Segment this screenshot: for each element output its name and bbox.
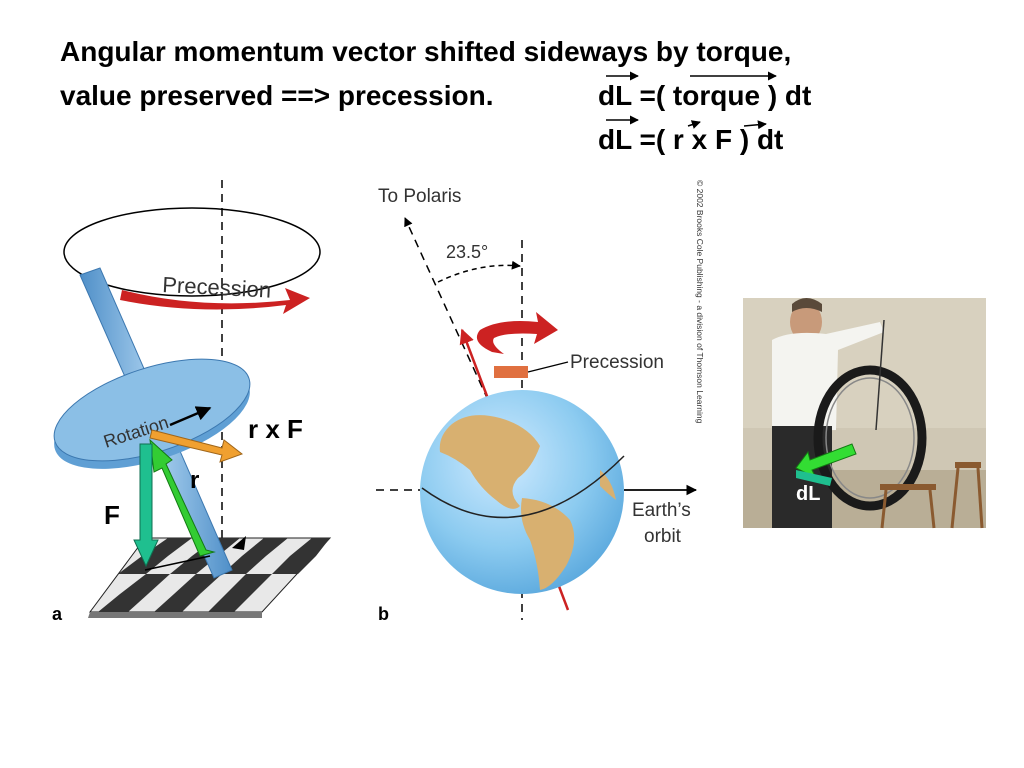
panel-letter-a: a	[52, 604, 63, 624]
figure-b: To Polaris 23.5° Earth’s orbit Precessio…	[376, 180, 705, 624]
precession-label-b: Precession	[570, 352, 664, 373]
north-america	[439, 415, 540, 509]
r-arrow	[149, 438, 216, 557]
earth-globe	[420, 390, 624, 594]
gyro-disk	[53, 358, 251, 469]
bicycle-wheel	[813, 365, 927, 511]
precession-label-a: Precession	[162, 272, 272, 303]
angle-label: 23.5°	[446, 242, 488, 262]
equator	[421, 455, 625, 519]
copyright-text: © 2002 Brooks Cole Publishing - a divisi…	[695, 180, 705, 424]
photo-panel: dL	[743, 298, 986, 529]
panel-letter-b: b	[378, 604, 389, 624]
precession-orbit	[63, 207, 321, 297]
orbit-label-2: orbit	[644, 526, 682, 547]
precession-arrow-b	[476, 312, 558, 354]
precession-arrow-a	[120, 288, 310, 314]
vector-overbars	[606, 71, 777, 130]
f-label: F	[104, 500, 120, 530]
dl-arrow-teal	[796, 470, 832, 486]
polaris-axis	[404, 217, 489, 401]
south-america	[521, 498, 575, 590]
equation-1: dL =( torque ) dt	[598, 80, 812, 111]
title-line-2: value preserved ==> precession.	[60, 80, 494, 111]
title-line-1: Angular momentum vector shifted sideways…	[60, 36, 792, 67]
dl-label: dL	[796, 483, 820, 505]
angle-arc	[437, 260, 521, 283]
r-label: r	[190, 467, 199, 494]
rxf-arrow	[149, 429, 244, 463]
rotation-arrow	[169, 406, 212, 427]
equation-2: dL =( r x F ) dt	[598, 124, 784, 155]
precession-tab	[494, 366, 528, 378]
orbit-label-1: Earth’s	[632, 500, 691, 521]
polaris-label: To Polaris	[378, 186, 461, 207]
figure-a: Precession Rotation r x F r F a	[52, 180, 332, 624]
stool	[880, 462, 984, 529]
rxf-label: r x F	[248, 414, 303, 444]
f-arrow	[133, 443, 159, 568]
